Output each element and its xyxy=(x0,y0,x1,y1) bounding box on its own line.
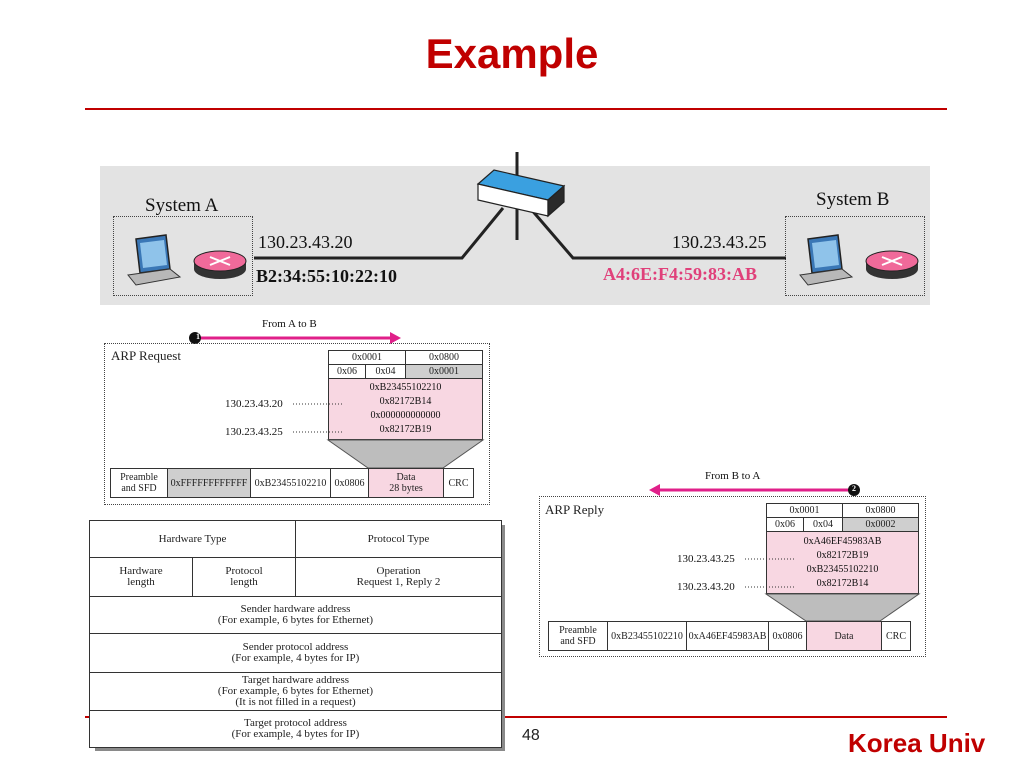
lan-links xyxy=(254,152,786,260)
reply-target-mac: 0xB23455102210 xyxy=(806,564,879,575)
title-rule xyxy=(85,108,947,110)
request-target-ip-label: 130.23.43.25 xyxy=(225,426,283,438)
request-sender-mac: 0xB23455102210 xyxy=(369,382,442,393)
reply-frame-dest: 0xB23455102210 xyxy=(607,621,687,651)
request-arrow-label: From A to B xyxy=(262,318,317,330)
switch-icon xyxy=(476,169,566,218)
format-hardware-type: Hardware Type xyxy=(89,520,296,558)
system-a-name: System A xyxy=(145,195,219,216)
request-step-marker: 1 xyxy=(196,332,200,341)
laptop-icon xyxy=(799,234,854,286)
footer-rule xyxy=(85,716,947,718)
footer-brand: Korea Univ xyxy=(848,728,986,758)
reply-arrow xyxy=(649,484,860,496)
system-a-box xyxy=(113,216,253,296)
request-payload xyxy=(328,378,483,440)
arp-request-title: ARP Request xyxy=(111,348,181,363)
system-a-mac: B2:34:55:10:22:10 xyxy=(256,266,397,286)
system-a-ip: 130.23.43.20 xyxy=(258,232,353,252)
system-b-box xyxy=(785,216,925,296)
request-frame-preamble: Preamble and SFD xyxy=(110,468,168,498)
reply-sender-ip: 0x82172B19 xyxy=(816,550,869,561)
request-sender-ip-label: 130.23.43.20 xyxy=(225,398,283,410)
format-sender-hw: Sender hardware address (For example, 6 … xyxy=(89,596,502,634)
request-frame-data: Data 28 bytes xyxy=(368,468,444,498)
request-frame-type: 0x0806 xyxy=(330,468,369,498)
format-target-hw: Target hardware address (For example, 6 … xyxy=(89,672,502,711)
system-b-icons xyxy=(799,234,919,286)
reply-frame-data: Data xyxy=(806,621,882,651)
system-b-mac: A4:6E:F4:59:83:AB xyxy=(603,264,757,284)
slide-title: Example xyxy=(425,30,599,77)
reply-frame-src: 0xA46EF45983AB xyxy=(686,621,769,651)
format-hardware-length: Hardware length xyxy=(89,557,193,597)
format-protocol-length: Protocol length xyxy=(192,557,296,597)
request-sender-ip: 0x82172B14 xyxy=(379,396,432,407)
arp-reply-box xyxy=(539,496,926,657)
format-target-proto: Target protocol address (For example, 4 … xyxy=(89,710,502,748)
reply-sender-mac: 0xA46EF45983AB xyxy=(803,536,882,547)
laptop-icon xyxy=(127,234,182,286)
reply-sender-ip-label: 130.23.43.25 xyxy=(677,553,735,565)
request-frame-src: 0xB23455102210 xyxy=(250,468,331,498)
reply-target-ip-label: 130.23.43.20 xyxy=(677,581,735,593)
system-b-ip: 130.23.43.25 xyxy=(672,232,767,252)
reply-frame-preamble: Preamble and SFD xyxy=(548,621,608,651)
format-sender-proto: Sender protocol address (For example, 4 … xyxy=(89,633,502,673)
arp-reply-title: ARP Reply xyxy=(545,502,605,517)
request-frame-dest: 0xFFFFFFFFFFFF xyxy=(167,468,251,498)
system-a-icons xyxy=(127,234,247,286)
request-target-mac: 0x000000000000 xyxy=(370,410,441,421)
reply-step-marker: 2 xyxy=(852,484,856,493)
router-icon xyxy=(193,250,247,279)
router-icon xyxy=(865,250,919,279)
reply-frame-type: 0x0806 xyxy=(768,621,807,651)
request-target-ip: 0x82172B19 xyxy=(379,424,432,435)
format-operation: Operation Request 1, Reply 2 xyxy=(295,557,502,597)
reply-target-ip: 0x82172B14 xyxy=(816,578,869,589)
system-b-name: System B xyxy=(816,189,890,210)
reply-arrow-label: From B to A xyxy=(705,470,761,482)
page-number: 48 xyxy=(522,727,540,744)
request-frame-crc: CRC xyxy=(443,468,474,498)
format-protocol-type: Protocol Type xyxy=(295,520,502,558)
request-arrow xyxy=(189,332,401,344)
reply-frame-crc: CRC xyxy=(881,621,911,651)
arp-request-box xyxy=(104,343,490,505)
